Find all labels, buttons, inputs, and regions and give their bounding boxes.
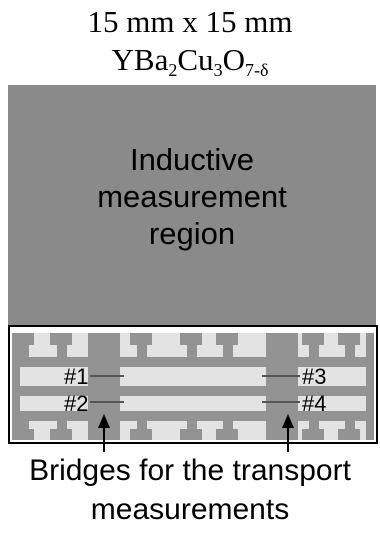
formula-subscript: 3 xyxy=(213,60,223,80)
inductive-region-label-2: measurement xyxy=(97,179,287,214)
pattern-pad xyxy=(50,333,72,345)
pattern-pad xyxy=(187,421,197,429)
bridge-label-1: #1 xyxy=(64,364,88,389)
arrow-right xyxy=(282,414,294,452)
pattern-pad xyxy=(302,333,324,345)
pattern-pad xyxy=(187,345,197,357)
caption-line-2: measurements xyxy=(90,493,290,526)
pattern-pad xyxy=(345,421,355,429)
formula-part: Cu xyxy=(177,42,214,77)
formula-subscript: 7-δ xyxy=(244,60,269,80)
pattern-pad xyxy=(216,333,238,345)
pattern-pad xyxy=(137,421,147,429)
formula-part: YBa xyxy=(111,42,169,77)
formula-part: O xyxy=(222,42,245,77)
bridge-pattern xyxy=(8,325,378,444)
pattern-pad xyxy=(309,421,319,429)
bridge-label-3: #3 xyxy=(302,364,326,389)
caption-line-1: Bridges for the transport xyxy=(29,454,351,487)
pattern-pad xyxy=(130,333,152,345)
inductive-region-label-1: Inductive xyxy=(130,142,254,177)
pattern-pad xyxy=(57,345,67,357)
pattern-pad xyxy=(12,429,34,440)
pattern-pad xyxy=(57,421,67,429)
pattern-pad xyxy=(12,386,374,396)
pattern-pad xyxy=(302,429,324,440)
formula-subscript: 2 xyxy=(168,60,178,80)
inductive-region xyxy=(8,85,376,326)
sample-size-label: 15 mm x 15 mm xyxy=(87,4,293,39)
arrow-left xyxy=(98,414,110,452)
inductive-region-label-3: region xyxy=(149,216,235,251)
pattern-pad xyxy=(180,333,202,345)
pattern-pad xyxy=(309,345,319,357)
pattern-pad xyxy=(19,421,29,429)
pattern-pad xyxy=(130,429,152,440)
pattern-pad xyxy=(12,357,374,367)
pattern-pad xyxy=(345,345,355,357)
pattern-border xyxy=(8,325,378,444)
pattern-pad xyxy=(223,345,233,357)
pattern-pad xyxy=(50,429,72,440)
pattern-pad xyxy=(366,333,374,440)
pattern-pad xyxy=(137,345,147,357)
pattern-pad xyxy=(223,421,233,429)
bridge-label-4: #4 xyxy=(302,391,326,416)
pattern-pad xyxy=(180,429,202,440)
pattern-pad xyxy=(12,411,374,421)
pattern-shapes xyxy=(12,333,374,440)
pattern-pad xyxy=(12,333,20,440)
pattern-pad xyxy=(338,333,360,345)
pattern-pad xyxy=(338,429,360,440)
pattern-pad xyxy=(216,429,238,440)
pattern-pad xyxy=(19,345,29,357)
material-formula: YBa2Cu3O7-δ xyxy=(0,42,380,80)
bridge-label-2: #2 xyxy=(64,391,88,416)
